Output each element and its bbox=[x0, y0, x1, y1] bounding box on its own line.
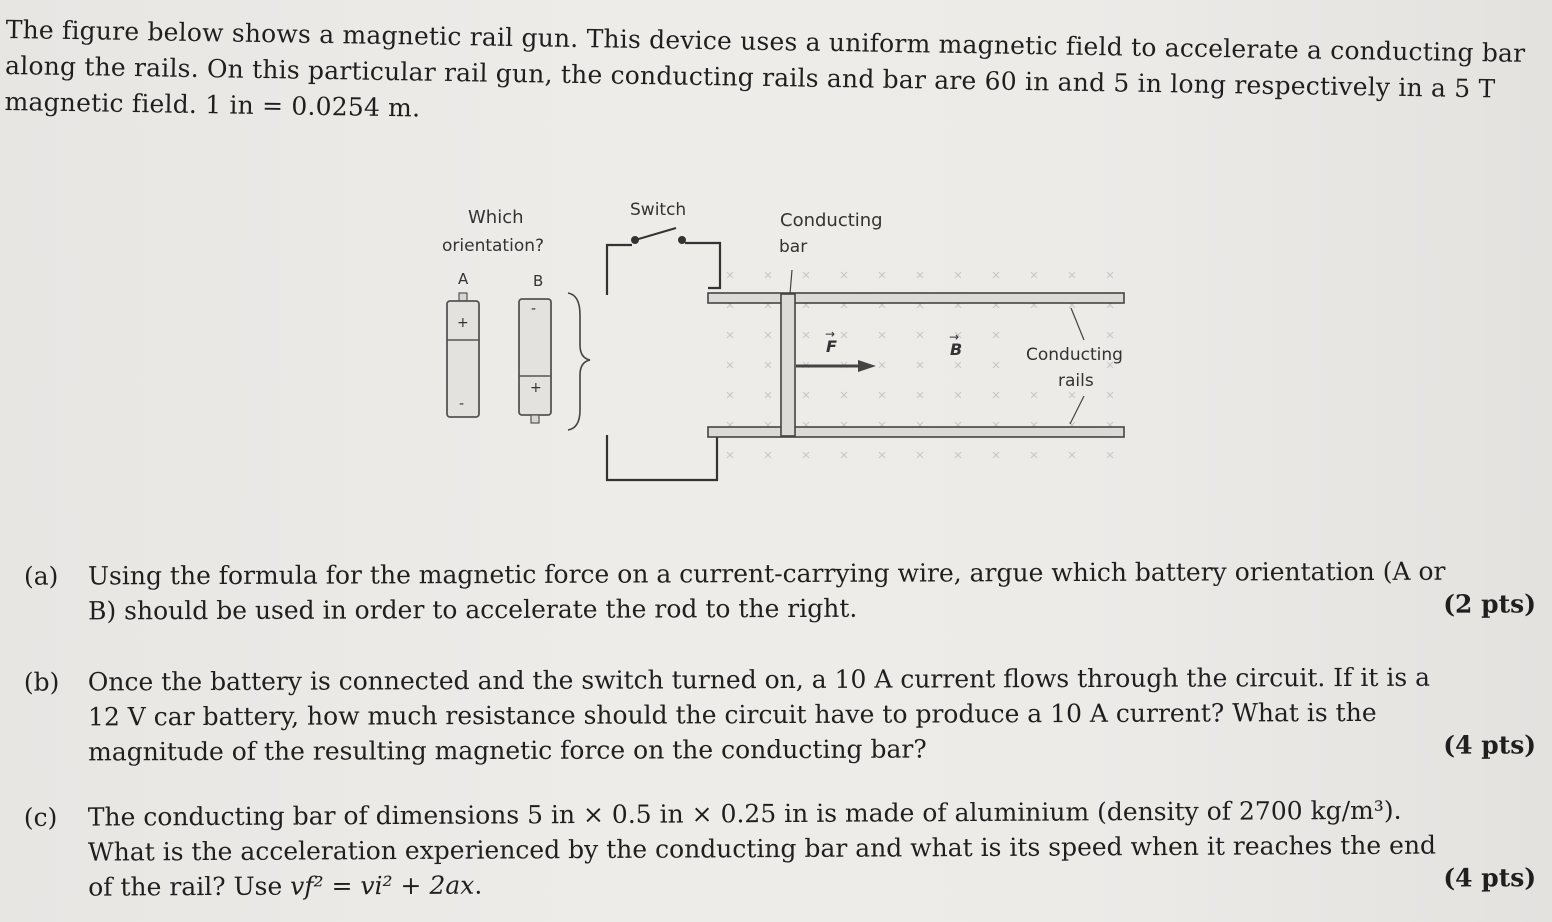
conducting-bar-label-2: bar bbox=[779, 237, 807, 257]
rails-label-2: rails bbox=[1058, 371, 1094, 391]
switch-label: Switch bbox=[630, 200, 686, 220]
question-b-label: (b) bbox=[23, 667, 60, 697]
bar-leader-line bbox=[789, 269, 793, 295]
battery-b-minus: - bbox=[531, 301, 536, 317]
question-a-label: (a) bbox=[23, 561, 59, 591]
question-c-text: The conducting bar of dimensions 5 in × … bbox=[88, 792, 1469, 904]
battery-a: + - bbox=[446, 292, 480, 418]
question-b-text: Once the battery is connected and the sw… bbox=[87, 662, 1431, 767]
question-c-points: (4 pts) bbox=[1443, 863, 1537, 893]
field-label: B bbox=[950, 340, 962, 359]
force-arrow bbox=[796, 360, 876, 372]
conducting-rails bbox=[707, 292, 1125, 438]
rails-leader-bottom bbox=[1069, 395, 1085, 425]
question-b-points: (4 pts) bbox=[1443, 730, 1537, 760]
question-c: (c) The conducting bar of dimensions 5 i… bbox=[24, 792, 1545, 905]
battery-a-label: A bbox=[458, 270, 469, 288]
rail-gun-diagram: Which orientation? A B + - - + bbox=[442, 200, 1125, 482]
question-a-text: Using the formula for the magnetic force… bbox=[87, 556, 1446, 626]
intro-paragraph: The figure below shows a magnetic rail g… bbox=[4, 14, 1526, 123]
circuit-wire bbox=[605, 241, 722, 482]
switch bbox=[631, 227, 686, 244]
battery-b-plus: + bbox=[530, 380, 542, 396]
question-a: (a) Using the formula for the magnetic f… bbox=[24, 553, 1544, 628]
question-c-text-end: . bbox=[474, 870, 483, 900]
conducting-bar-label-1: Conducting bbox=[780, 210, 883, 231]
question-c-label: (c) bbox=[23, 802, 58, 832]
rails-leader-top bbox=[1070, 307, 1085, 341]
force-vector-mark: → bbox=[825, 327, 835, 341]
force-label: F bbox=[826, 337, 837, 356]
question-c-equation: vf² = vi² + 2ax bbox=[290, 870, 475, 901]
conducting-bar bbox=[780, 293, 796, 437]
rail-gun-figure: Which orientation? A B + - - + bbox=[430, 190, 1150, 500]
battery-a-plus: + bbox=[457, 315, 469, 331]
battery-b: - + bbox=[518, 298, 552, 424]
field-vector-mark: → bbox=[949, 330, 959, 344]
question-a-points: (2 pts) bbox=[1443, 589, 1537, 619]
which-orientation-label-2: orientation? bbox=[442, 236, 544, 256]
brace bbox=[567, 292, 591, 431]
rails-label-1: Conducting bbox=[1026, 345, 1123, 365]
battery-b-label: B bbox=[533, 272, 543, 290]
which-orientation-label-1: Which bbox=[468, 207, 524, 228]
question-b: (b) Once the battery is connected and th… bbox=[24, 659, 1544, 769]
battery-a-minus: - bbox=[459, 396, 464, 412]
